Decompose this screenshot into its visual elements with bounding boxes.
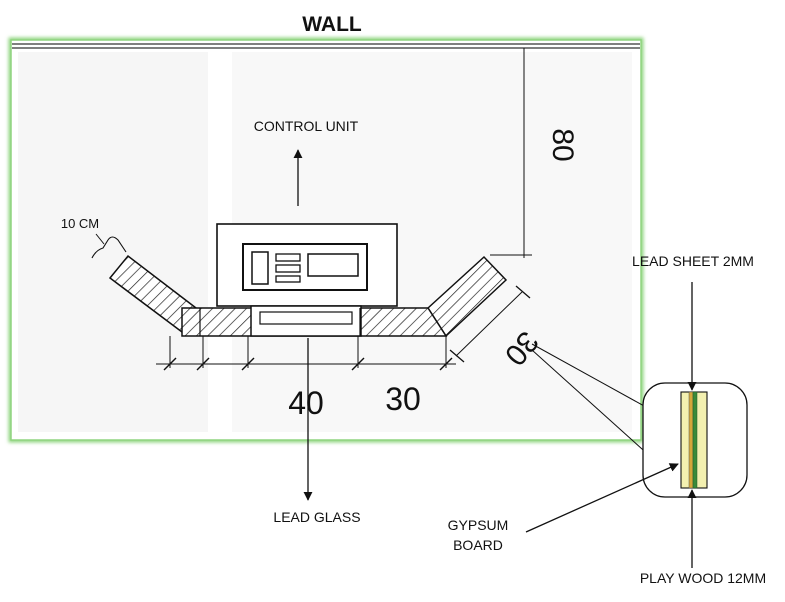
control-unit-slot-left xyxy=(251,251,269,285)
plywood-label: PLAY WOOD 12MM xyxy=(640,570,766,586)
ten-cm-brace xyxy=(91,236,127,259)
dimension-slash-5 xyxy=(439,357,453,371)
background-texture-left xyxy=(18,52,208,432)
side-dimension-label: 30 xyxy=(385,381,421,417)
ten-cm-leader xyxy=(95,233,105,245)
dimension-slash-2 xyxy=(196,357,210,371)
height-dimension-label: 80 xyxy=(546,128,579,161)
control-unit-key-1 xyxy=(275,253,301,262)
gypsum-label-line2: BOARD xyxy=(453,537,503,553)
callout-line-lower xyxy=(531,349,653,459)
center-dimension-label: 40 xyxy=(288,385,324,421)
control-unit-key-3 xyxy=(275,275,301,283)
dimension-slash-3 xyxy=(241,357,255,371)
control-unit-key-2 xyxy=(275,264,301,273)
angled-dimension-line xyxy=(455,291,523,357)
callout-line-upper xyxy=(531,343,656,413)
wall-title: WALL xyxy=(302,13,362,36)
plywood-layer xyxy=(692,391,698,489)
angled-dimension-tick-1 xyxy=(449,349,465,363)
gypsum-label-line1: GYPSUM xyxy=(448,517,509,533)
dimension-slash-1 xyxy=(163,357,177,371)
lead-sheet-layer xyxy=(688,391,694,489)
lead-glass-label: LEAD GLASS xyxy=(273,509,360,525)
control-unit-panel xyxy=(242,243,368,291)
angled-dimension-tick-2 xyxy=(515,285,531,299)
dimension-slash-4 xyxy=(351,357,365,371)
ten-cm-label: 10 CM xyxy=(61,216,99,231)
lead-sheet-label: LEAD SHEET 2MM xyxy=(632,253,754,269)
lead-glass-pane xyxy=(259,311,353,325)
gypsum-arrow xyxy=(525,463,679,533)
control-unit-label: CONTROL UNIT xyxy=(254,118,359,134)
control-unit-display xyxy=(307,253,359,277)
